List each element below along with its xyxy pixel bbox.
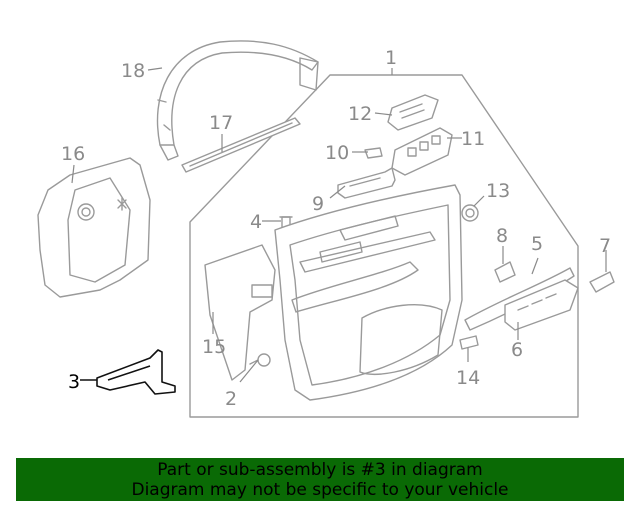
callout-5: 5 [531,233,543,255]
banner-line-1: Part or sub-assembly is #3 in diagram [157,460,483,480]
part-10-clip [364,147,383,159]
callout-1: 1 [385,47,397,69]
callout-8: 8 [496,225,508,247]
assembly-outline [189,74,579,418]
callout-2: 2 [225,388,237,410]
part-13-pushpin [461,204,479,222]
callout-16: 16 [61,143,85,165]
callout-7: 7 [599,235,611,257]
part-18-window-frame [156,40,319,161]
door-trim-panel [274,184,463,401]
part-14-pad [459,335,479,350]
callout-14: 14 [456,367,480,389]
part-11-switch-assembly [391,127,453,176]
callout-11: 11 [461,128,485,150]
callout-18: 18 [121,60,145,82]
callout-13: 13 [486,180,510,202]
part-3-bracket [96,349,176,395]
part-2-clip [249,353,271,367]
part-17-belt-molding [181,117,301,173]
part-8-clip [494,261,516,283]
part-7-cap [589,271,615,293]
part-16-deflector [37,157,151,298]
part-15-bracket [204,244,276,381]
callout-6: 6 [511,339,523,361]
callout-9: 9 [312,193,324,215]
parts-diagram: 1 2 3 4 5 6 7 8 9 10 11 12 13 14 15 16 1… [37,40,615,418]
callout-10: 10 [325,142,349,164]
callout-15: 15 [202,336,226,358]
callout-17: 17 [209,112,233,134]
part-9-handle-bracket [337,167,396,199]
callout-12: 12 [348,103,372,125]
callout-3: 3 [68,371,80,393]
callout-4: 4 [250,211,262,233]
part-6-switch-panel [504,279,579,331]
part-12-switch [387,94,439,131]
leader-lines [71,67,607,383]
info-banner: Part or sub-assembly is #3 in diagram Di… [16,458,624,501]
banner-line-2: Diagram may not be specific to your vehi… [131,480,509,500]
